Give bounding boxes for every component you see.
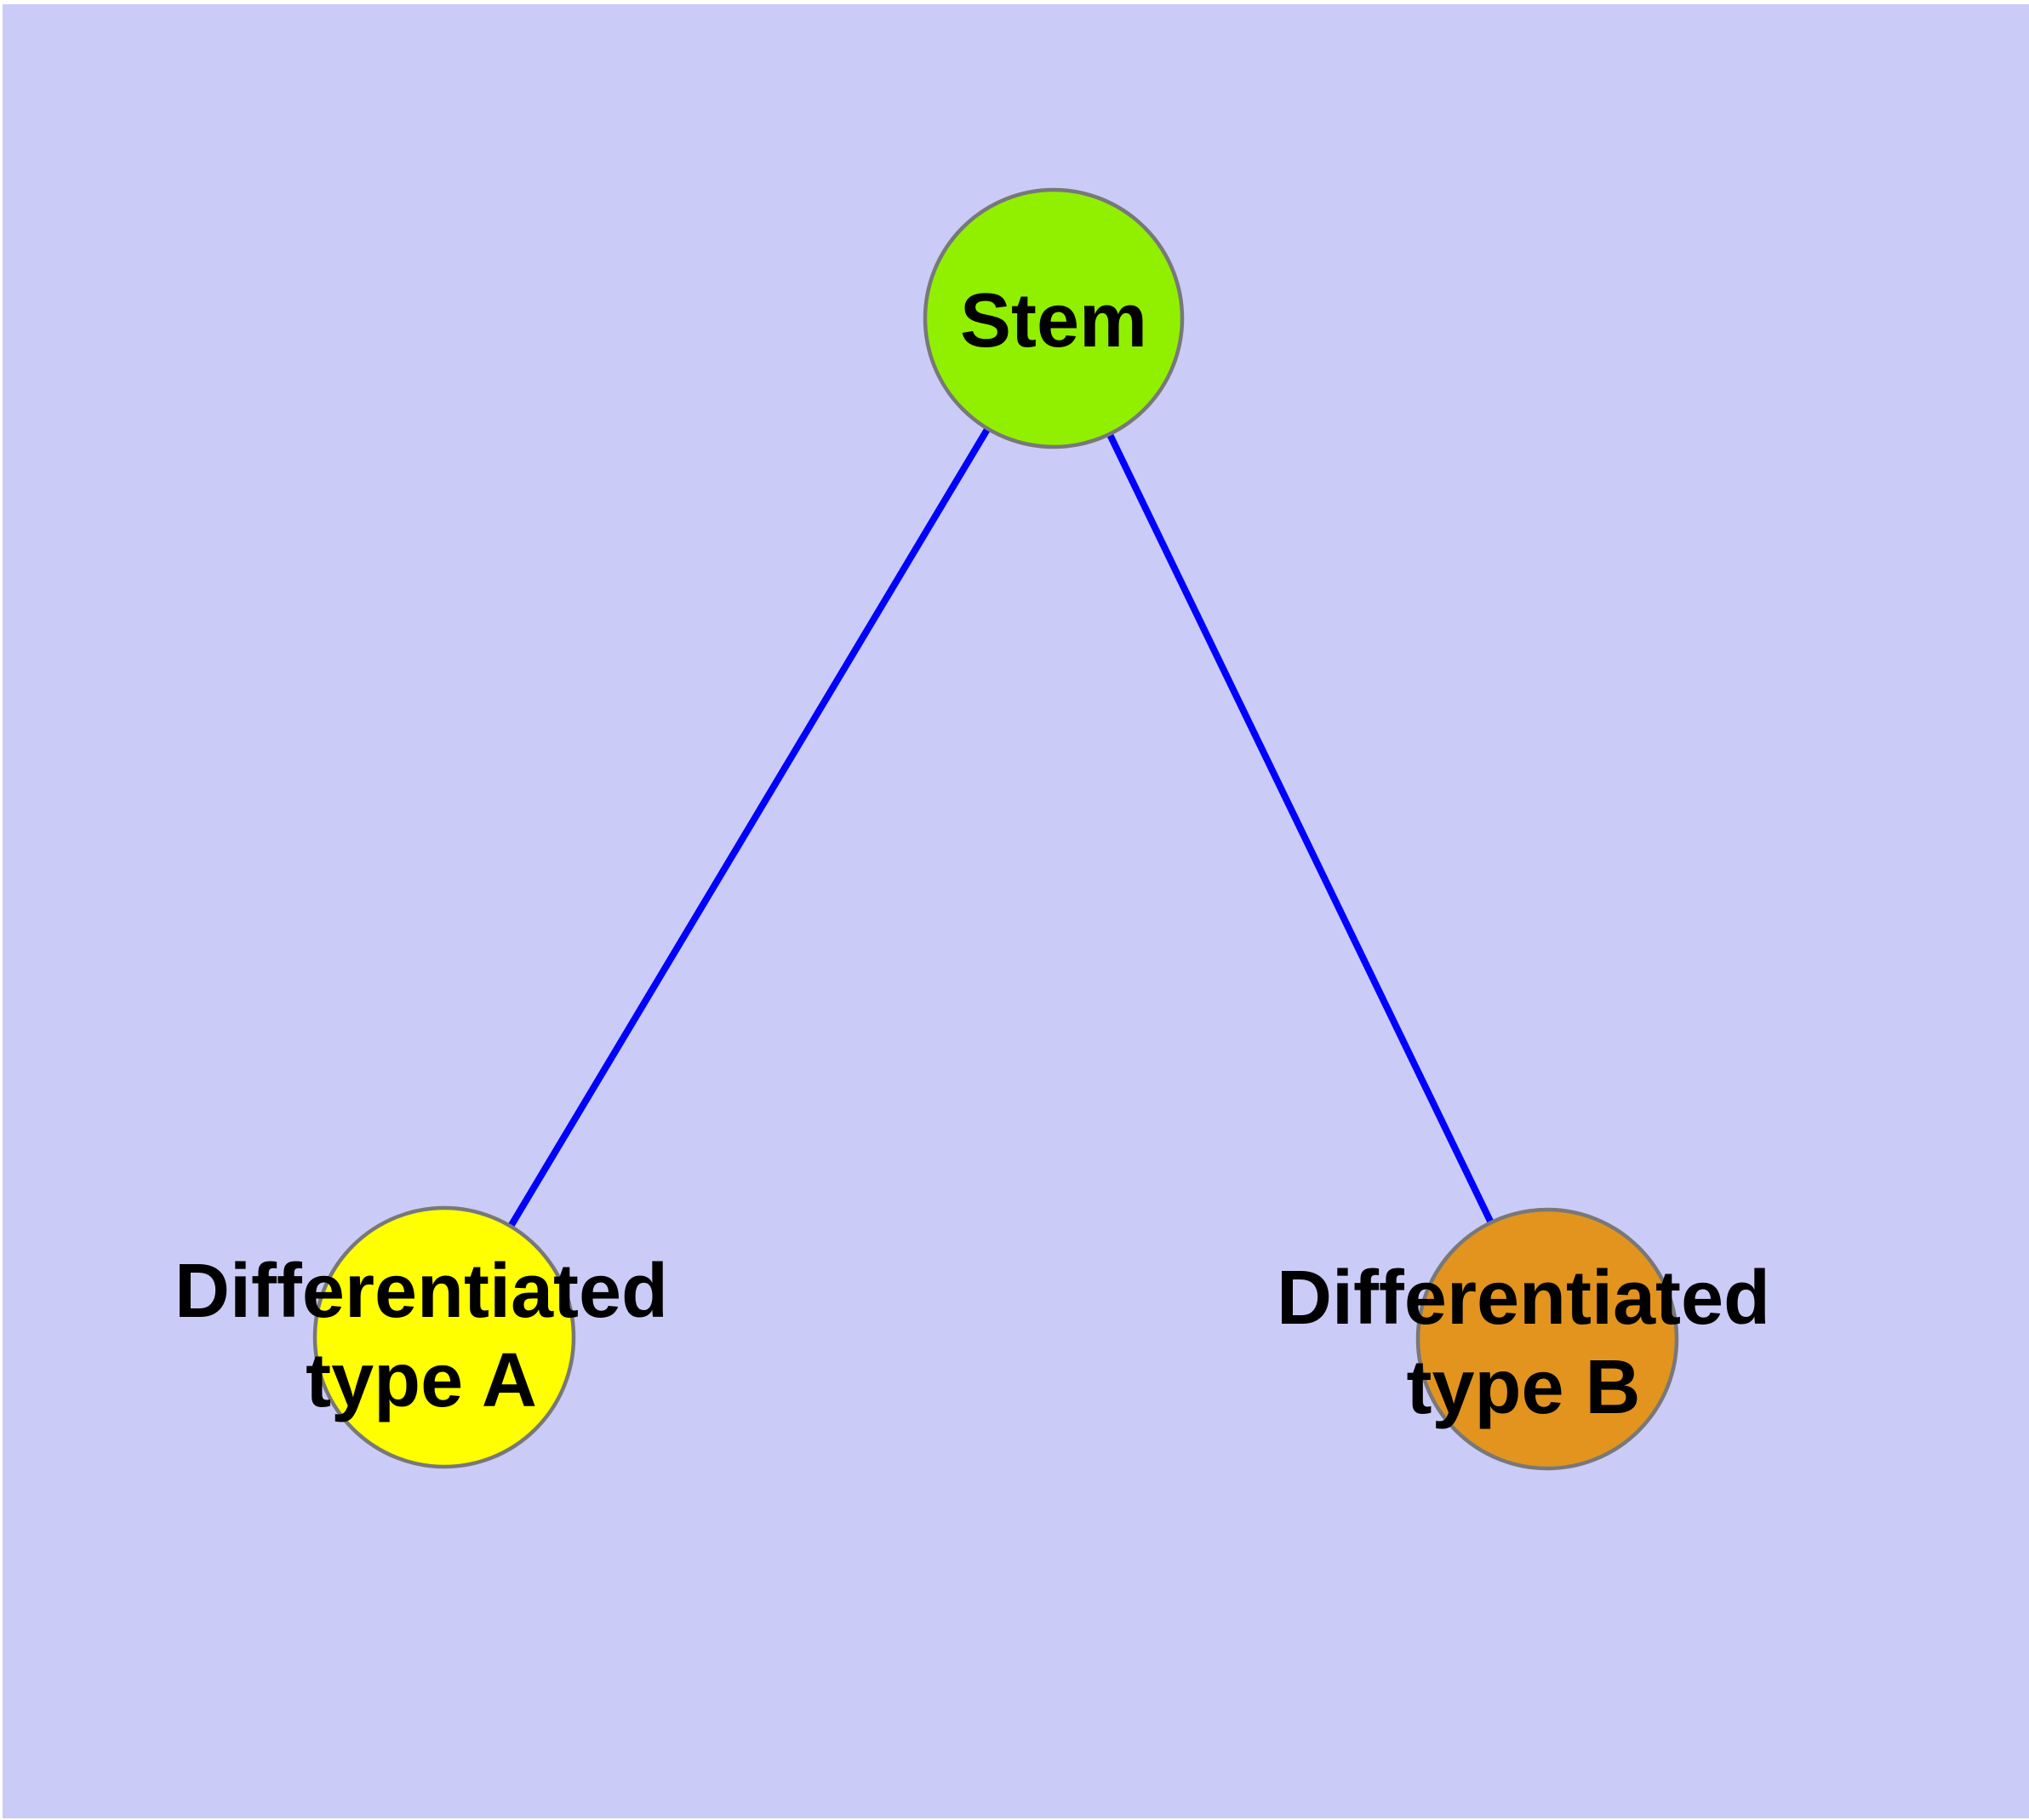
node-differentiated-type-b-shape — [1415, 1207, 1679, 1471]
node-stem: Stem — [923, 187, 1185, 449]
node-differentiated-type-b-label-line1: Differentiated — [1277, 1256, 1770, 1341]
node-differentiated-type-a-shape — [312, 1205, 576, 1469]
edge-stem-to-type-a — [441, 316, 1057, 1340]
edge-stem-to-type-b — [1050, 317, 1551, 1341]
node-differentiated-type-a: Differentiated type A — [174, 1205, 668, 1469]
node-differentiated-type-a-label-line1: Differentiated — [174, 1249, 668, 1334]
node-differentiated-type-b-label-line2: type B — [1406, 1345, 1640, 1430]
node-differentiated-type-b: Differentiated type B — [1277, 1207, 1770, 1471]
edge-layer — [441, 316, 1551, 1341]
node-stem-label: Stem — [960, 278, 1147, 363]
node-stem-shape — [923, 187, 1185, 449]
node-differentiated-type-a-label-line2: type A — [306, 1338, 537, 1423]
